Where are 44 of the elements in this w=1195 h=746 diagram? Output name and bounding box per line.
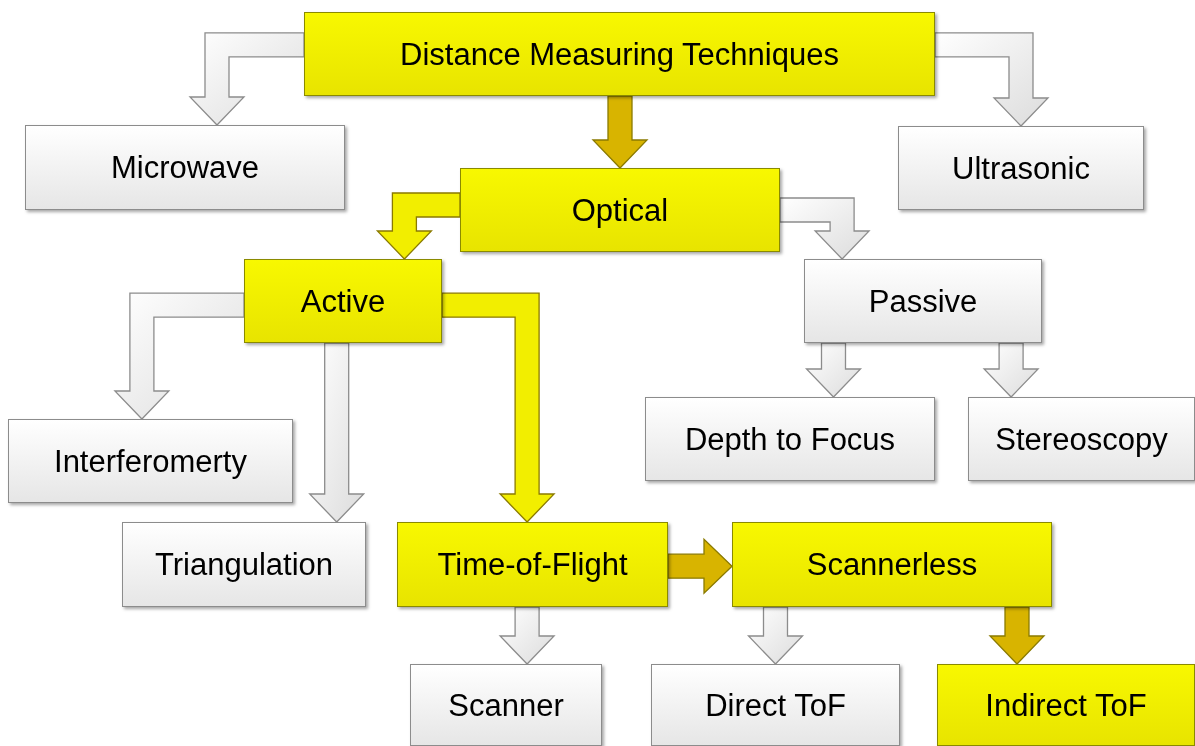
category-label: Passive <box>868 285 978 317</box>
block-arrow <box>779 197 871 260</box>
block-arrow <box>591 95 649 169</box>
category-box <box>25 125 345 210</box>
category-label: Indirect ToF <box>985 689 1147 721</box>
category-box <box>8 419 293 503</box>
category-label: Triangulation <box>154 549 334 580</box>
block-arrow <box>188 32 305 126</box>
category-label: Scanner <box>448 689 564 721</box>
block-arrow <box>308 342 366 523</box>
category-label: Depth to Focus <box>684 423 896 455</box>
category-box <box>410 664 602 746</box>
highlighted-category-box <box>937 664 1195 746</box>
category-label: Direct ToF <box>705 689 846 721</box>
category-label: Distance Measuring Techniques <box>400 38 839 70</box>
block-arrow <box>982 342 1040 398</box>
block-arrow <box>934 32 1050 127</box>
block-arrow <box>375 192 461 260</box>
category-box <box>122 522 366 607</box>
highlighted-category-box <box>244 259 442 343</box>
category-box <box>968 397 1195 481</box>
block-arrow <box>498 606 556 665</box>
category-label: Interferomerty <box>54 445 247 477</box>
category-box <box>804 259 1042 343</box>
block-arrow <box>667 537 733 595</box>
highlighted-category-box <box>304 12 935 96</box>
block-arrow <box>113 292 245 420</box>
category-label: Optical <box>571 194 669 226</box>
category-label: Stereoscopy <box>995 423 1168 455</box>
highlighted-category-box <box>732 522 1052 607</box>
block-arrow <box>804 342 863 398</box>
category-label: Scannerless <box>806 549 978 580</box>
category-box <box>651 664 900 746</box>
highlighted-category-box <box>397 522 668 607</box>
category-label: Time-of-Flight <box>437 549 628 580</box>
category-label: Ultrasonic <box>952 152 1090 184</box>
category-label: Microwave <box>110 152 260 183</box>
category-label: Active <box>300 285 386 317</box>
block-arrow <box>746 606 805 665</box>
highlighted-category-box <box>460 168 780 252</box>
category-box <box>645 397 935 481</box>
block-arrow <box>988 606 1046 665</box>
category-box <box>898 126 1144 210</box>
block-arrow <box>441 292 556 523</box>
